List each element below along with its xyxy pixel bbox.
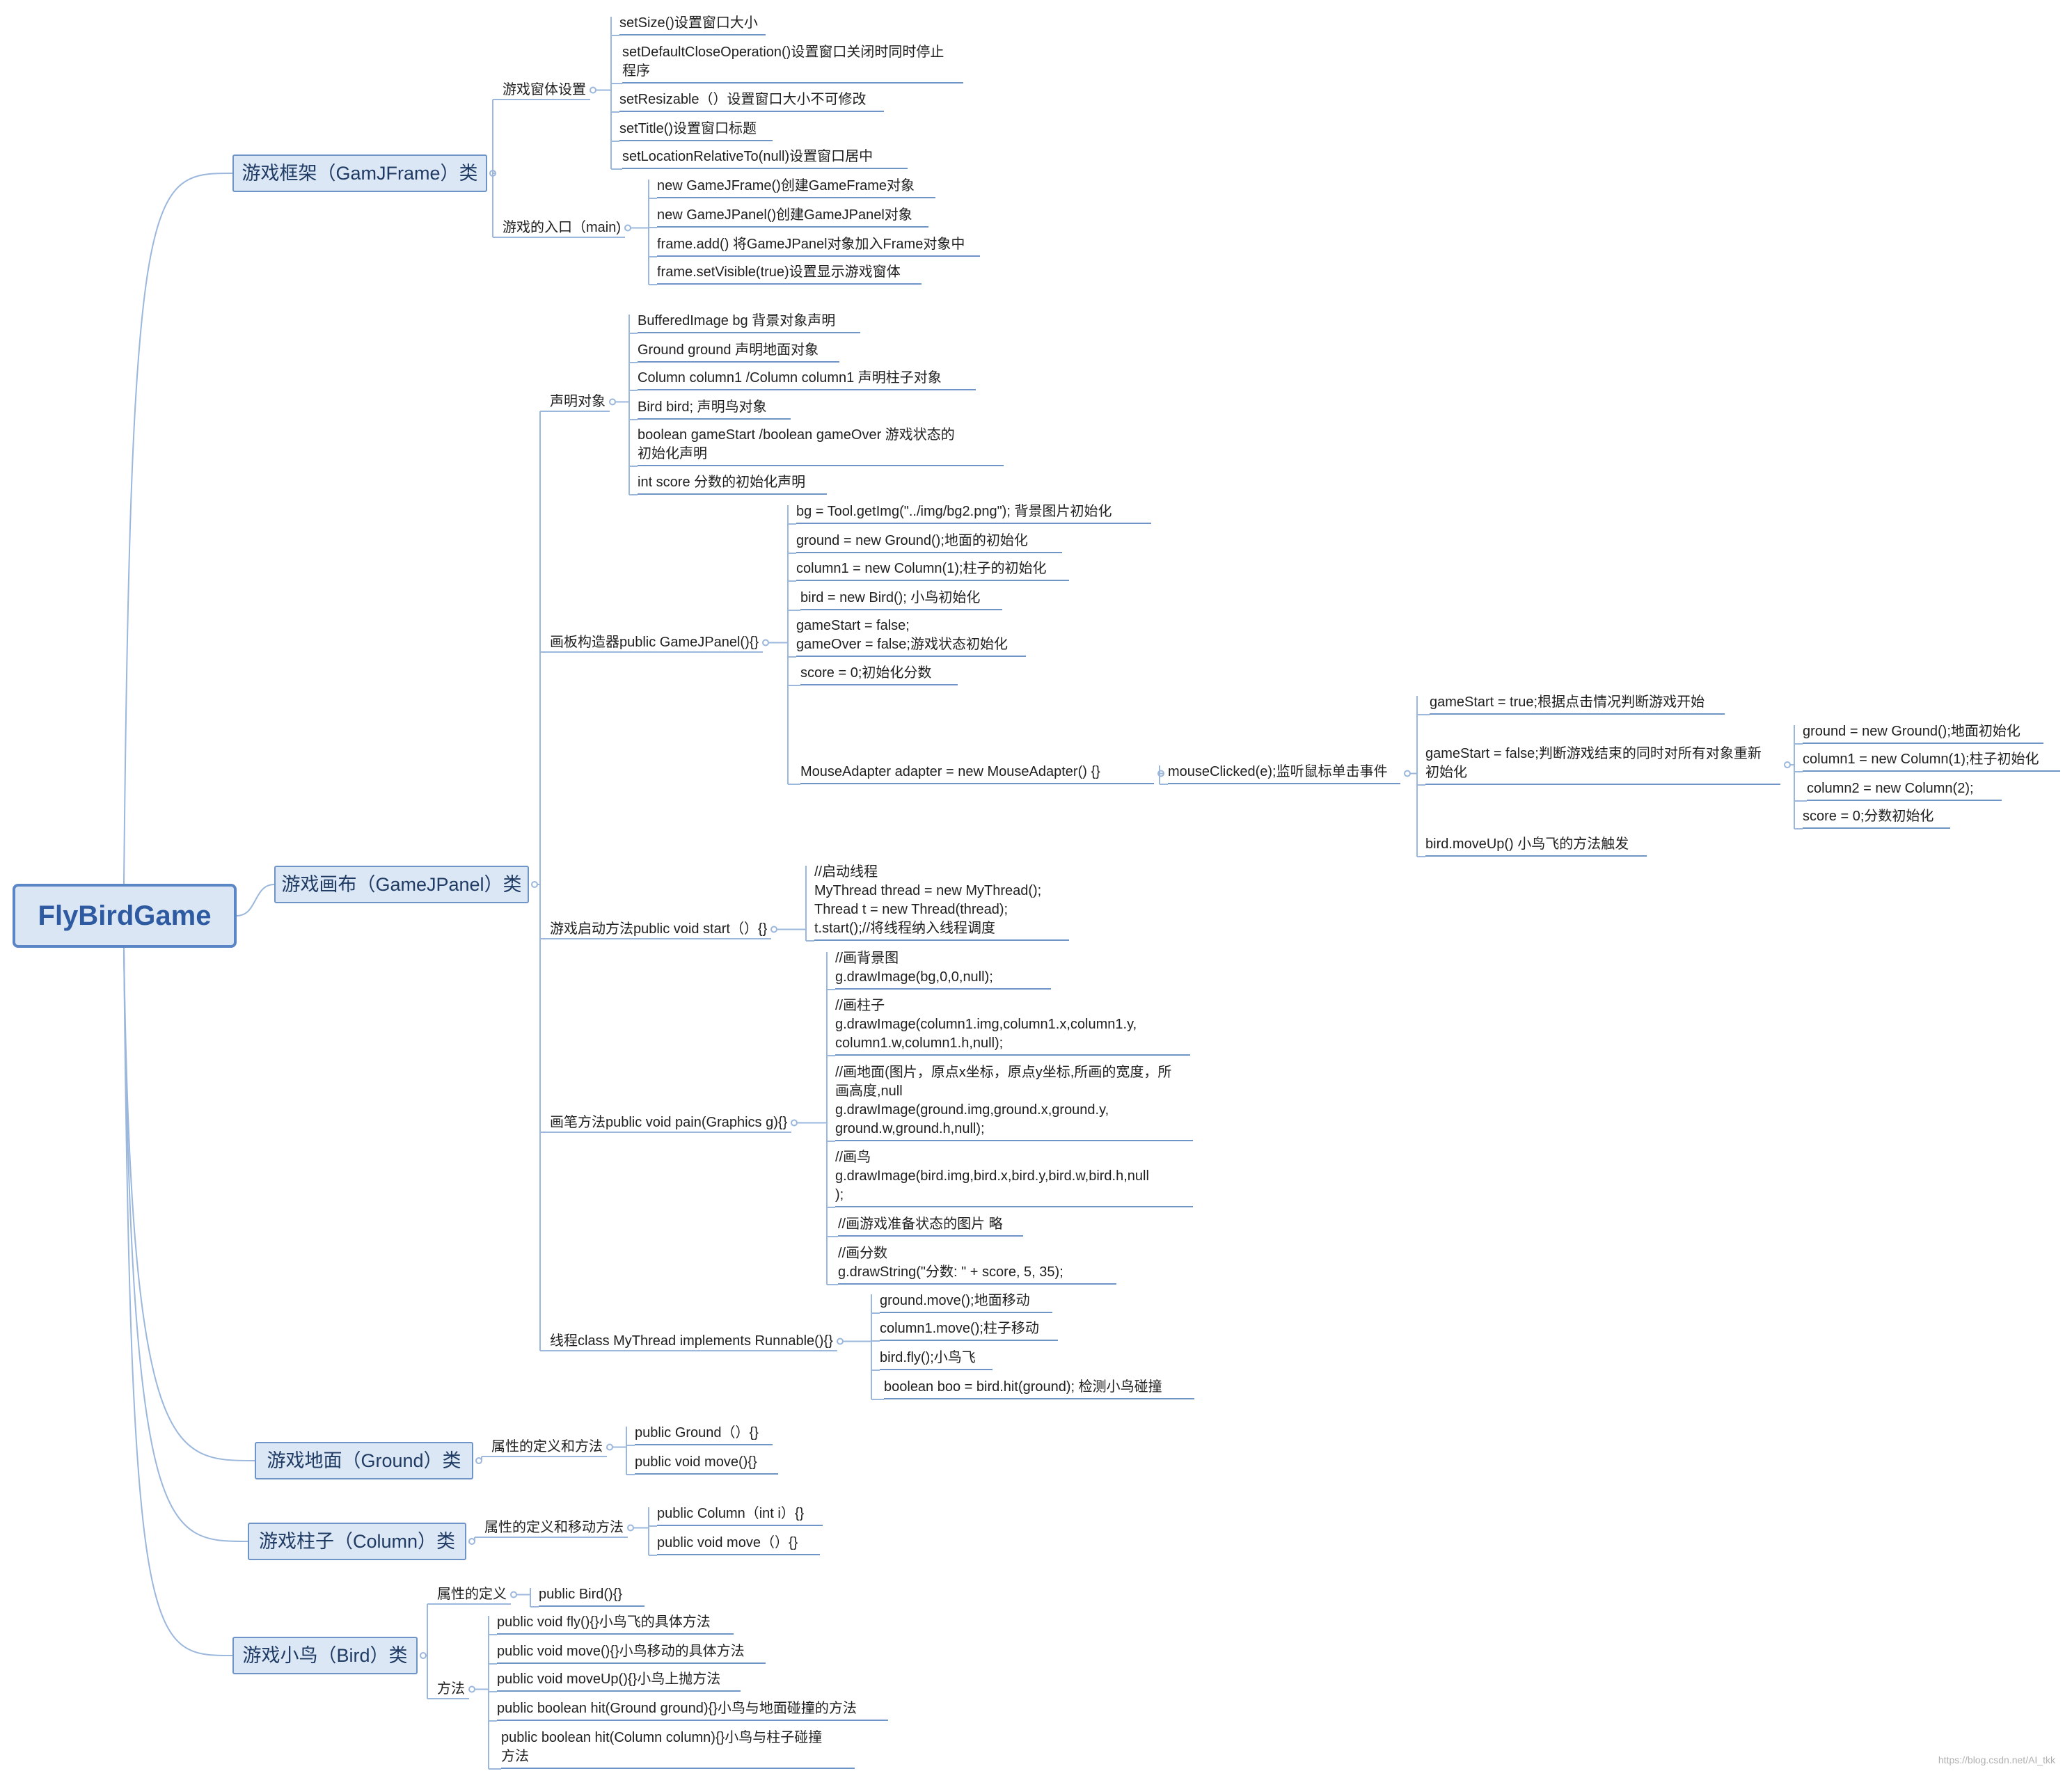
branch-dot (770, 926, 777, 933)
branch-dot (468, 1538, 475, 1545)
main-new-panel: new GameJPanel()创建GameJPanel对象 (657, 206, 928, 228)
bird-hit-ground: public boolean hit(Ground ground){}小鸟与地面… (497, 1699, 888, 1721)
branch-dot (837, 1338, 844, 1345)
clicked-moveup: bird.moveUp() 小鸟飞的方法触发 (1425, 835, 1647, 857)
branch-dot (531, 881, 538, 888)
reset-score: score = 0;分数初始化 (1803, 807, 1950, 829)
thread-ground-move: ground.move();地面移动 (880, 1292, 1052, 1313)
column-constructor: public Column（int i）{} (657, 1505, 823, 1526)
column-move: public void move（）{} (657, 1534, 820, 1555)
declare-gamestate: boolean gameStart /boolean gameOver 游戏状态… (638, 426, 1004, 466)
branch-dot (791, 1119, 798, 1127)
mouse-clicked-node[interactable]: mouseClicked(e);监听鼠标单击事件 (1168, 763, 1400, 784)
reset-ground: ground = new Ground();地面初始化 (1803, 722, 2043, 744)
panel-constructor[interactable]: 画板构造器public GameJPanel(){} (550, 635, 759, 650)
branch-dot (420, 1652, 427, 1659)
clicked-game-reset[interactable]: gameStart = false;判断游戏结束的同时对所有对象重新 初始化 (1425, 745, 1780, 785)
paint-bird: //画鸟 g.drawImage(bird.img,bird.x,bird.y,… (835, 1148, 1193, 1207)
bird-fly: public void fly(){}小鸟飞的具体方法 (497, 1613, 734, 1635)
main-new-frame: new GameJFrame()创建GameFrame对象 (657, 177, 935, 198)
paint-score: //画分数 g.drawString("分数: " + score, 5, 35… (838, 1244, 1116, 1285)
watermark: https://blog.csdn.net/AI_tkk (1938, 1754, 2055, 1765)
branch-dot (609, 398, 616, 406)
thread-column-move: column1.move();柱子移动 (880, 1319, 1058, 1341)
column-class-node[interactable]: 游戏柱子（Column）类 (248, 1523, 466, 1560)
ctor-score: score = 0;初始化分数 (800, 664, 958, 685)
connector (123, 947, 248, 1542)
column-attrs-methods[interactable]: 属性的定义和移动方法 (484, 1520, 624, 1535)
frame-setlocation: setLocationRelativeTo(null)设置窗口居中 (622, 148, 908, 169)
branch-dot (510, 1591, 517, 1598)
start-thread-code: //启动线程 MyThread thread = new MyThread();… (814, 863, 1069, 941)
bird-methods-label[interactable]: 方法 (437, 1681, 465, 1697)
declare-score: int score 分数的初始化声明 (638, 473, 827, 495)
branch-dot (606, 1443, 613, 1451)
ground-class-node[interactable]: 游戏地面（Ground）类 (255, 1442, 473, 1479)
reset-column1: column1 = new Column(1);柱子初始化 (1803, 750, 2060, 772)
ctor-column: column1 = new Column(1);柱子的初始化 (796, 559, 1069, 581)
bird-move: public void move(){}小鸟移动的具体方法 (497, 1642, 766, 1664)
panel-thread-class[interactable]: 线程class MyThread implements Runnable(){} (550, 1333, 833, 1349)
ground-constructor: public Ground（）{} (635, 1424, 773, 1445)
paint-column: //画柱子 g.drawImage(column1.img,column1.x,… (835, 997, 1190, 1056)
bird-class-node[interactable]: 游戏小鸟（Bird）类 (232, 1637, 418, 1674)
ctor-ground: ground = new Ground();地面的初始化 (796, 532, 1062, 553)
declare-bg: BufferedImage bg 背景对象声明 (638, 312, 860, 333)
connector (123, 947, 233, 1656)
mouse-adapter-node[interactable]: MouseAdapter adapter = new MouseAdapter(… (800, 763, 1154, 784)
frame-main-entry[interactable]: 游戏的入口（main) (503, 220, 622, 235)
branch-dot (475, 1457, 482, 1464)
connector (236, 884, 275, 916)
frame-window-settings[interactable]: 游戏窗体设置 (503, 82, 586, 97)
clicked-game-start: gameStart = true;根据点击情况判断游戏开始 (1430, 693, 1725, 715)
bird-attr-label[interactable]: 属性的定义 (437, 1587, 507, 1602)
paint-background: //画背景图 g.drawImage(bg,0,0,null); (835, 949, 1051, 990)
panel-declare[interactable]: 声明对象 (550, 394, 606, 409)
main-frame-add: frame.add() 将GameJPanel对象加入Frame对象中 (657, 235, 980, 257)
root-node[interactable]: FlyBirdGame (13, 884, 237, 948)
branch-dot (762, 639, 769, 646)
ground-attrs-methods[interactable]: 属性的定义和方法 (491, 1439, 603, 1454)
declare-column: Column column1 /Column column1 声明柱子对象 (638, 369, 976, 390)
paint-ground: //画地面(图片，原点x坐标，原点y坐标,所画的宽度，所 画高度,null g.… (835, 1063, 1193, 1141)
connector (123, 947, 255, 1461)
branch-dot (1404, 770, 1411, 777)
frame-class-node[interactable]: 游戏框架（GamJFrame）类 (232, 154, 487, 192)
frame-setsize: setSize()设置窗口大小 (619, 14, 766, 35)
bird-constructor: public Bird(){} (539, 1585, 644, 1607)
branch-dot (468, 1685, 475, 1693)
frame-setdefaultclose: setDefaultCloseOperation()设置窗口关闭时同时停止 程序 (622, 43, 963, 84)
frame-setresizable: setResizable（）设置窗口大小不可修改 (619, 90, 884, 112)
bird-moveup: public void moveUp(){}小鸟上抛方法 (497, 1670, 741, 1692)
branch-dot (627, 1524, 634, 1532)
ctor-gamestate: gameStart = false; gameOver = false;游戏状态… (796, 617, 1026, 657)
thread-bird-fly: bird.fly();小鸟飞 (880, 1349, 992, 1370)
connector (123, 173, 233, 884)
main-set-visible: frame.setVisible(true)设置显示游戏窗体 (657, 263, 922, 285)
frame-settitle: setTitle()设置窗口标题 (619, 120, 773, 141)
reset-column2: column2 = new Column(2); (1807, 779, 2002, 801)
ctor-bg: bg = Tool.getImg("../img/bg2.png"); 背景图片… (796, 502, 1151, 524)
ground-move: public void move(){} (635, 1453, 778, 1475)
branch-dot (590, 86, 596, 94)
panel-class-node[interactable]: 游戏画布（GameJPanel）类 (274, 866, 529, 903)
declare-bird: Bird bird; 声明鸟对象 (638, 398, 791, 420)
ctor-bird: bird = new Bird(); 小鸟初始化 (800, 589, 1002, 610)
bird-hit-column: public boolean hit(Column column){}小鸟与柱子… (501, 1729, 855, 1769)
panel-start-method[interactable]: 游戏启动方法public void start（）{} (550, 921, 768, 937)
paint-ready-state: //画游戏准备状态的图片 略 (838, 1215, 1023, 1237)
branch-dot (1784, 761, 1791, 768)
declare-ground: Ground ground 声明地面对象 (638, 341, 839, 363)
thread-hit-check: boolean boo = bird.hit(ground); 检测小鸟碰撞 (884, 1378, 1194, 1399)
branch-dot (624, 224, 631, 232)
panel-paint-method[interactable]: 画笔方法public void pain(Graphics g){} (550, 1115, 788, 1130)
